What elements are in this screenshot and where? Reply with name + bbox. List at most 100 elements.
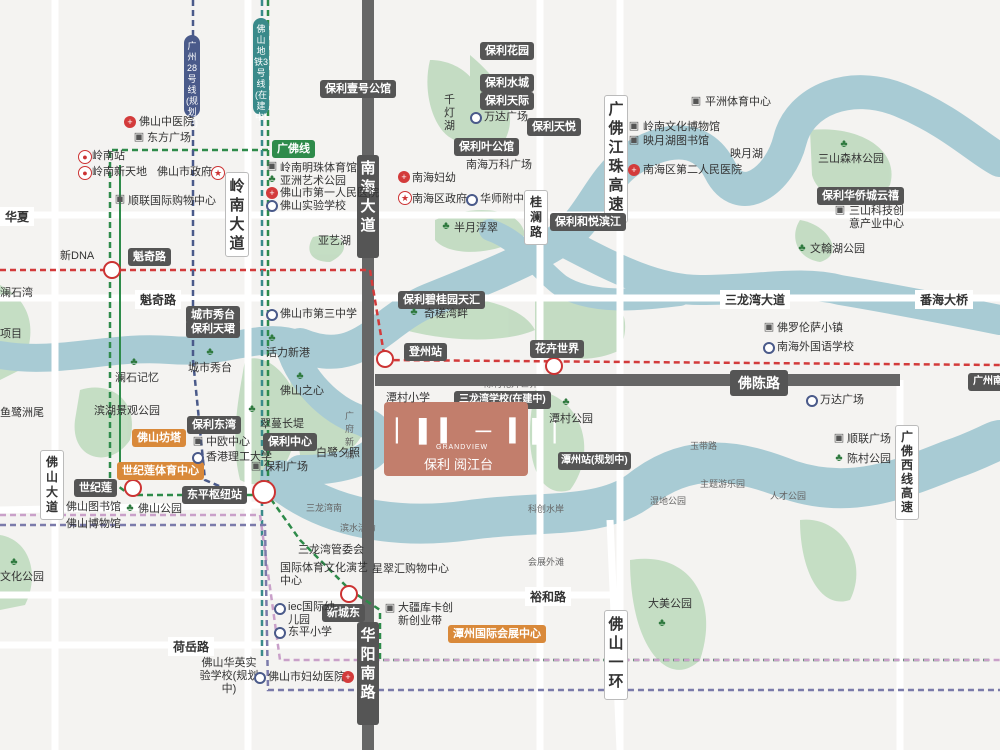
poi-huashi-high[interactable]: 华师附中 bbox=[480, 193, 524, 205]
poi-dongping-primary[interactable]: 东平小学 bbox=[288, 626, 332, 638]
station-kuiqi-marker[interactable] bbox=[103, 261, 121, 279]
building-icon: ▣ bbox=[834, 204, 846, 216]
poi-lingnan-museum[interactable]: 岭南文化博物馆 bbox=[643, 121, 720, 133]
tag-foshan-tower[interactable]: 佛山坊塔 bbox=[132, 429, 186, 447]
tag-poly-tianjun[interactable]: 保利天珺 bbox=[186, 320, 240, 338]
poi-tancun-park[interactable]: 潭村公园 bbox=[549, 413, 593, 425]
poi-cuiman-levee[interactable]: 翠蔓长堤 bbox=[260, 418, 304, 430]
poi-banyue-fucui[interactable]: 半月浮翠 bbox=[454, 222, 498, 234]
poi-polyu[interactable]: 香港理工大学 bbox=[206, 451, 272, 463]
poi-bailu-sunset[interactable]: 白鹭夕照 bbox=[316, 447, 360, 459]
building-icon: ▣ bbox=[133, 131, 145, 143]
road-label-lingnan: 岭南大道 bbox=[225, 172, 249, 257]
tag-poly-skyline[interactable]: 保利天际 bbox=[480, 92, 534, 110]
poi-shunlian-plaza[interactable]: 顺联广场 bbox=[847, 433, 891, 445]
poi-yayi-lake[interactable]: 亚艺湖 bbox=[318, 235, 351, 247]
poi-nanhai-second-hospital[interactable]: 南海区第二人民医院 bbox=[643, 164, 742, 176]
poi-new-dna[interactable]: 新DNA bbox=[60, 250, 95, 262]
tag-poly-tianyue[interactable]: 保利天悦 bbox=[527, 118, 581, 136]
tag-city-show[interactable]: 城市秀台 bbox=[186, 306, 240, 324]
poi-guangzhou-south[interactable]: 广州南 bbox=[968, 373, 1000, 391]
poi-qiandeng-lake[interactable]: 千灯湖 bbox=[444, 94, 455, 132]
poi-shunlian-mall[interactable]: 顺联国际购物中心 bbox=[128, 195, 216, 207]
tag-poly-one-mansion[interactable]: 保利壹号公馆 bbox=[320, 80, 396, 98]
poi-qichawan[interactable]: 奇槎湾畔 bbox=[424, 308, 468, 320]
tag-century-lotus[interactable]: 世纪莲体育中心 bbox=[117, 462, 204, 480]
poi-guangfu-newtown[interactable]: 广府新城 bbox=[345, 411, 355, 460]
poi-fs-library[interactable]: 佛山图书馆 bbox=[66, 501, 121, 513]
poi-huaying-school[interactable]: 佛山华英实验学校(规划中) bbox=[199, 657, 259, 695]
poi-damei-park[interactable]: 大美公园 bbox=[648, 598, 692, 610]
poi-vitality-port[interactable]: 活力新港 bbox=[266, 347, 310, 359]
poi-yingyue-lake[interactable]: 映月湖 bbox=[730, 148, 763, 160]
poi-binhu-park[interactable]: 滨湖景观公园 bbox=[94, 405, 160, 417]
station-dongping-marker[interactable] bbox=[252, 480, 276, 504]
park-icon: ♣ bbox=[840, 138, 848, 150]
poi-dji-kuka[interactable]: 大疆库卡创新创业带 bbox=[398, 602, 453, 627]
poi-fs-experimental-school[interactable]: 佛山实验学校 bbox=[280, 200, 346, 212]
poi-dongfang-plaza[interactable]: 东方广场 bbox=[147, 132, 191, 144]
park-icon: ♣ bbox=[798, 242, 806, 254]
poi-lanshi-bay[interactable]: 澜石湾 bbox=[0, 287, 33, 299]
poi-sanshan-tech[interactable]: 三山科技创意产业中心 bbox=[849, 205, 904, 230]
hospital-icon: + bbox=[398, 171, 410, 183]
poi-lingnan-station[interactable]: 岭南站 bbox=[92, 150, 125, 162]
station-xinchengdong-marker[interactable] bbox=[340, 585, 358, 603]
poi-project-left[interactable]: 项目 bbox=[0, 328, 22, 340]
park-icon: ♣ bbox=[562, 396, 570, 408]
station-dengzhou-marker[interactable] bbox=[376, 350, 394, 368]
tag-tanzhou-expo[interactable]: 潭州国际会展中心 bbox=[448, 625, 546, 643]
poi-sanlongwan-committee[interactable]: 三龙湾管委会 bbox=[298, 544, 364, 556]
poi-poly-plaza[interactable]: 保利广场 bbox=[264, 461, 308, 473]
poi-xingcui-mall[interactable]: 星翠汇购物中心 bbox=[372, 563, 449, 575]
park-icon: ♣ bbox=[442, 220, 450, 232]
poi-chencun-flower[interactable]: 陈村花卉世界 bbox=[484, 379, 539, 389]
station-huahui-marker[interactable] bbox=[545, 357, 563, 375]
poi-wanda-plaza-2[interactable]: 万达广场 bbox=[820, 394, 864, 406]
poi-fs-tcm[interactable]: 佛山中医院 bbox=[139, 116, 194, 128]
poi-lingnan-xintiandi[interactable]: 岭南新天地 bbox=[92, 166, 147, 178]
tag-poly-heyue-riverside[interactable]: 保利和悦滨江 bbox=[550, 213, 626, 231]
poi-florentia[interactable]: 佛罗伦萨小镇 bbox=[777, 322, 843, 334]
poi-tancun-primary[interactable]: 潭村小学 bbox=[386, 392, 430, 404]
tag-poly-east-bay[interactable]: 保利东湾 bbox=[187, 416, 241, 434]
road-label-nanhai: 南海大道 bbox=[357, 155, 379, 258]
poi-yingyue-library[interactable]: 映月湖图书馆 bbox=[643, 135, 709, 147]
tag-poly-bgy-tianhui[interactable]: 保利碧桂园天汇 bbox=[398, 291, 485, 309]
poi-fs-museum[interactable]: 佛山博物馆 bbox=[66, 518, 121, 530]
tag-poly-ocpc-yunxi[interactable]: 保利华侨城云禧 bbox=[817, 187, 904, 205]
poi-pingzhou-sports[interactable]: 平洲体育中心 bbox=[705, 96, 771, 108]
poi-lanshi-memory[interactable]: 澜石记忆 bbox=[115, 372, 159, 384]
tag-poly-garden[interactable]: 保利花园 bbox=[480, 42, 534, 60]
station-shijilian-marker[interactable] bbox=[124, 479, 142, 497]
poi-sanshan-forest[interactable]: 三山森林公园 bbox=[818, 153, 884, 165]
poi-wanda-plaza[interactable]: 万达广场 bbox=[484, 111, 528, 123]
tag-poly-water-city[interactable]: 保利水城 bbox=[480, 74, 534, 92]
project-block[interactable]: ▏▌▍ ─ ▍▌▏ GRANDVIEW 保利 阅江台 bbox=[384, 402, 571, 476]
poi-culture-park[interactable]: 文化公园 bbox=[0, 571, 44, 583]
poi-fs-park[interactable]: 佛山公园 bbox=[138, 503, 182, 515]
minor-label-sanlongwan-south: 三龙湾南 bbox=[306, 503, 343, 513]
poi-chencun-park[interactable]: 陈村公园 bbox=[847, 453, 891, 465]
poi-foshan-heart[interactable]: 佛山之心 bbox=[280, 385, 324, 397]
poi-asia-art-park[interactable]: 亚洲艺术公园 bbox=[280, 175, 346, 187]
poi-sino-euro[interactable]: 中欧中心 bbox=[206, 436, 250, 448]
poi-nanhai-foreign-lang[interactable]: 南海外国语学校 bbox=[777, 341, 854, 353]
poi-wenhan-lake[interactable]: 文翰湖公园 bbox=[810, 243, 865, 255]
poi-nanhai-government[interactable]: 南海区政府 bbox=[412, 193, 467, 205]
poi-iec-kindergarten[interactable]: iec国际幼儿园 bbox=[288, 601, 336, 626]
poi-nanhai-maternity[interactable]: 南海妇幼 bbox=[412, 172, 456, 184]
poi-city-show-park[interactable]: 城市秀台 bbox=[188, 362, 232, 374]
poi-lingnan-pearl[interactable]: 岭南明珠体育馆 bbox=[280, 162, 357, 174]
poi-nanhai-vanke[interactable]: 南海万科广场 bbox=[466, 159, 532, 171]
poi-fs-government[interactable]: 佛山市政府 bbox=[157, 166, 212, 178]
poi-yulu-isle[interactable]: 鱼鹭洲尾 bbox=[0, 407, 44, 419]
poi-intl-sports-center[interactable]: 国际体育文化演艺中心 bbox=[280, 562, 368, 587]
tag-poly-center[interactable]: 保利中心 bbox=[263, 433, 317, 451]
school-icon bbox=[274, 627, 286, 639]
poi-fs-first-hospital[interactable]: 佛山市第一人民医院 bbox=[280, 187, 379, 199]
poi-fs-maternity[interactable]: 佛山市妇幼医院 bbox=[268, 671, 345, 683]
tag-poly-ye-mansion[interactable]: 保利叶公馆 bbox=[454, 138, 519, 156]
poi-fs-third-high[interactable]: 佛山市第三中学 bbox=[280, 308, 357, 320]
